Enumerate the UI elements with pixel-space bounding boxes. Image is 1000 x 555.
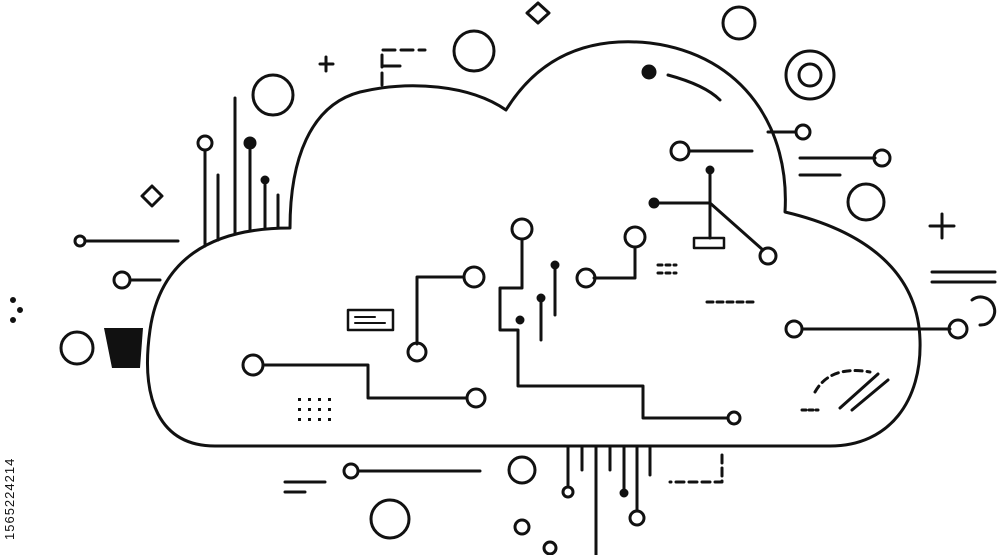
bottom-decorations [283, 444, 724, 555]
top-decorations [318, 1, 836, 101]
cloud-outline [146, 40, 922, 448]
right-decorations [766, 123, 997, 327]
dot-grid [298, 398, 331, 421]
stock-id-watermark: 1565224214 [2, 457, 17, 540]
cloud-circuits [241, 64, 969, 426]
left-spikes [196, 96, 280, 248]
left-pins [10, 73, 295, 368]
